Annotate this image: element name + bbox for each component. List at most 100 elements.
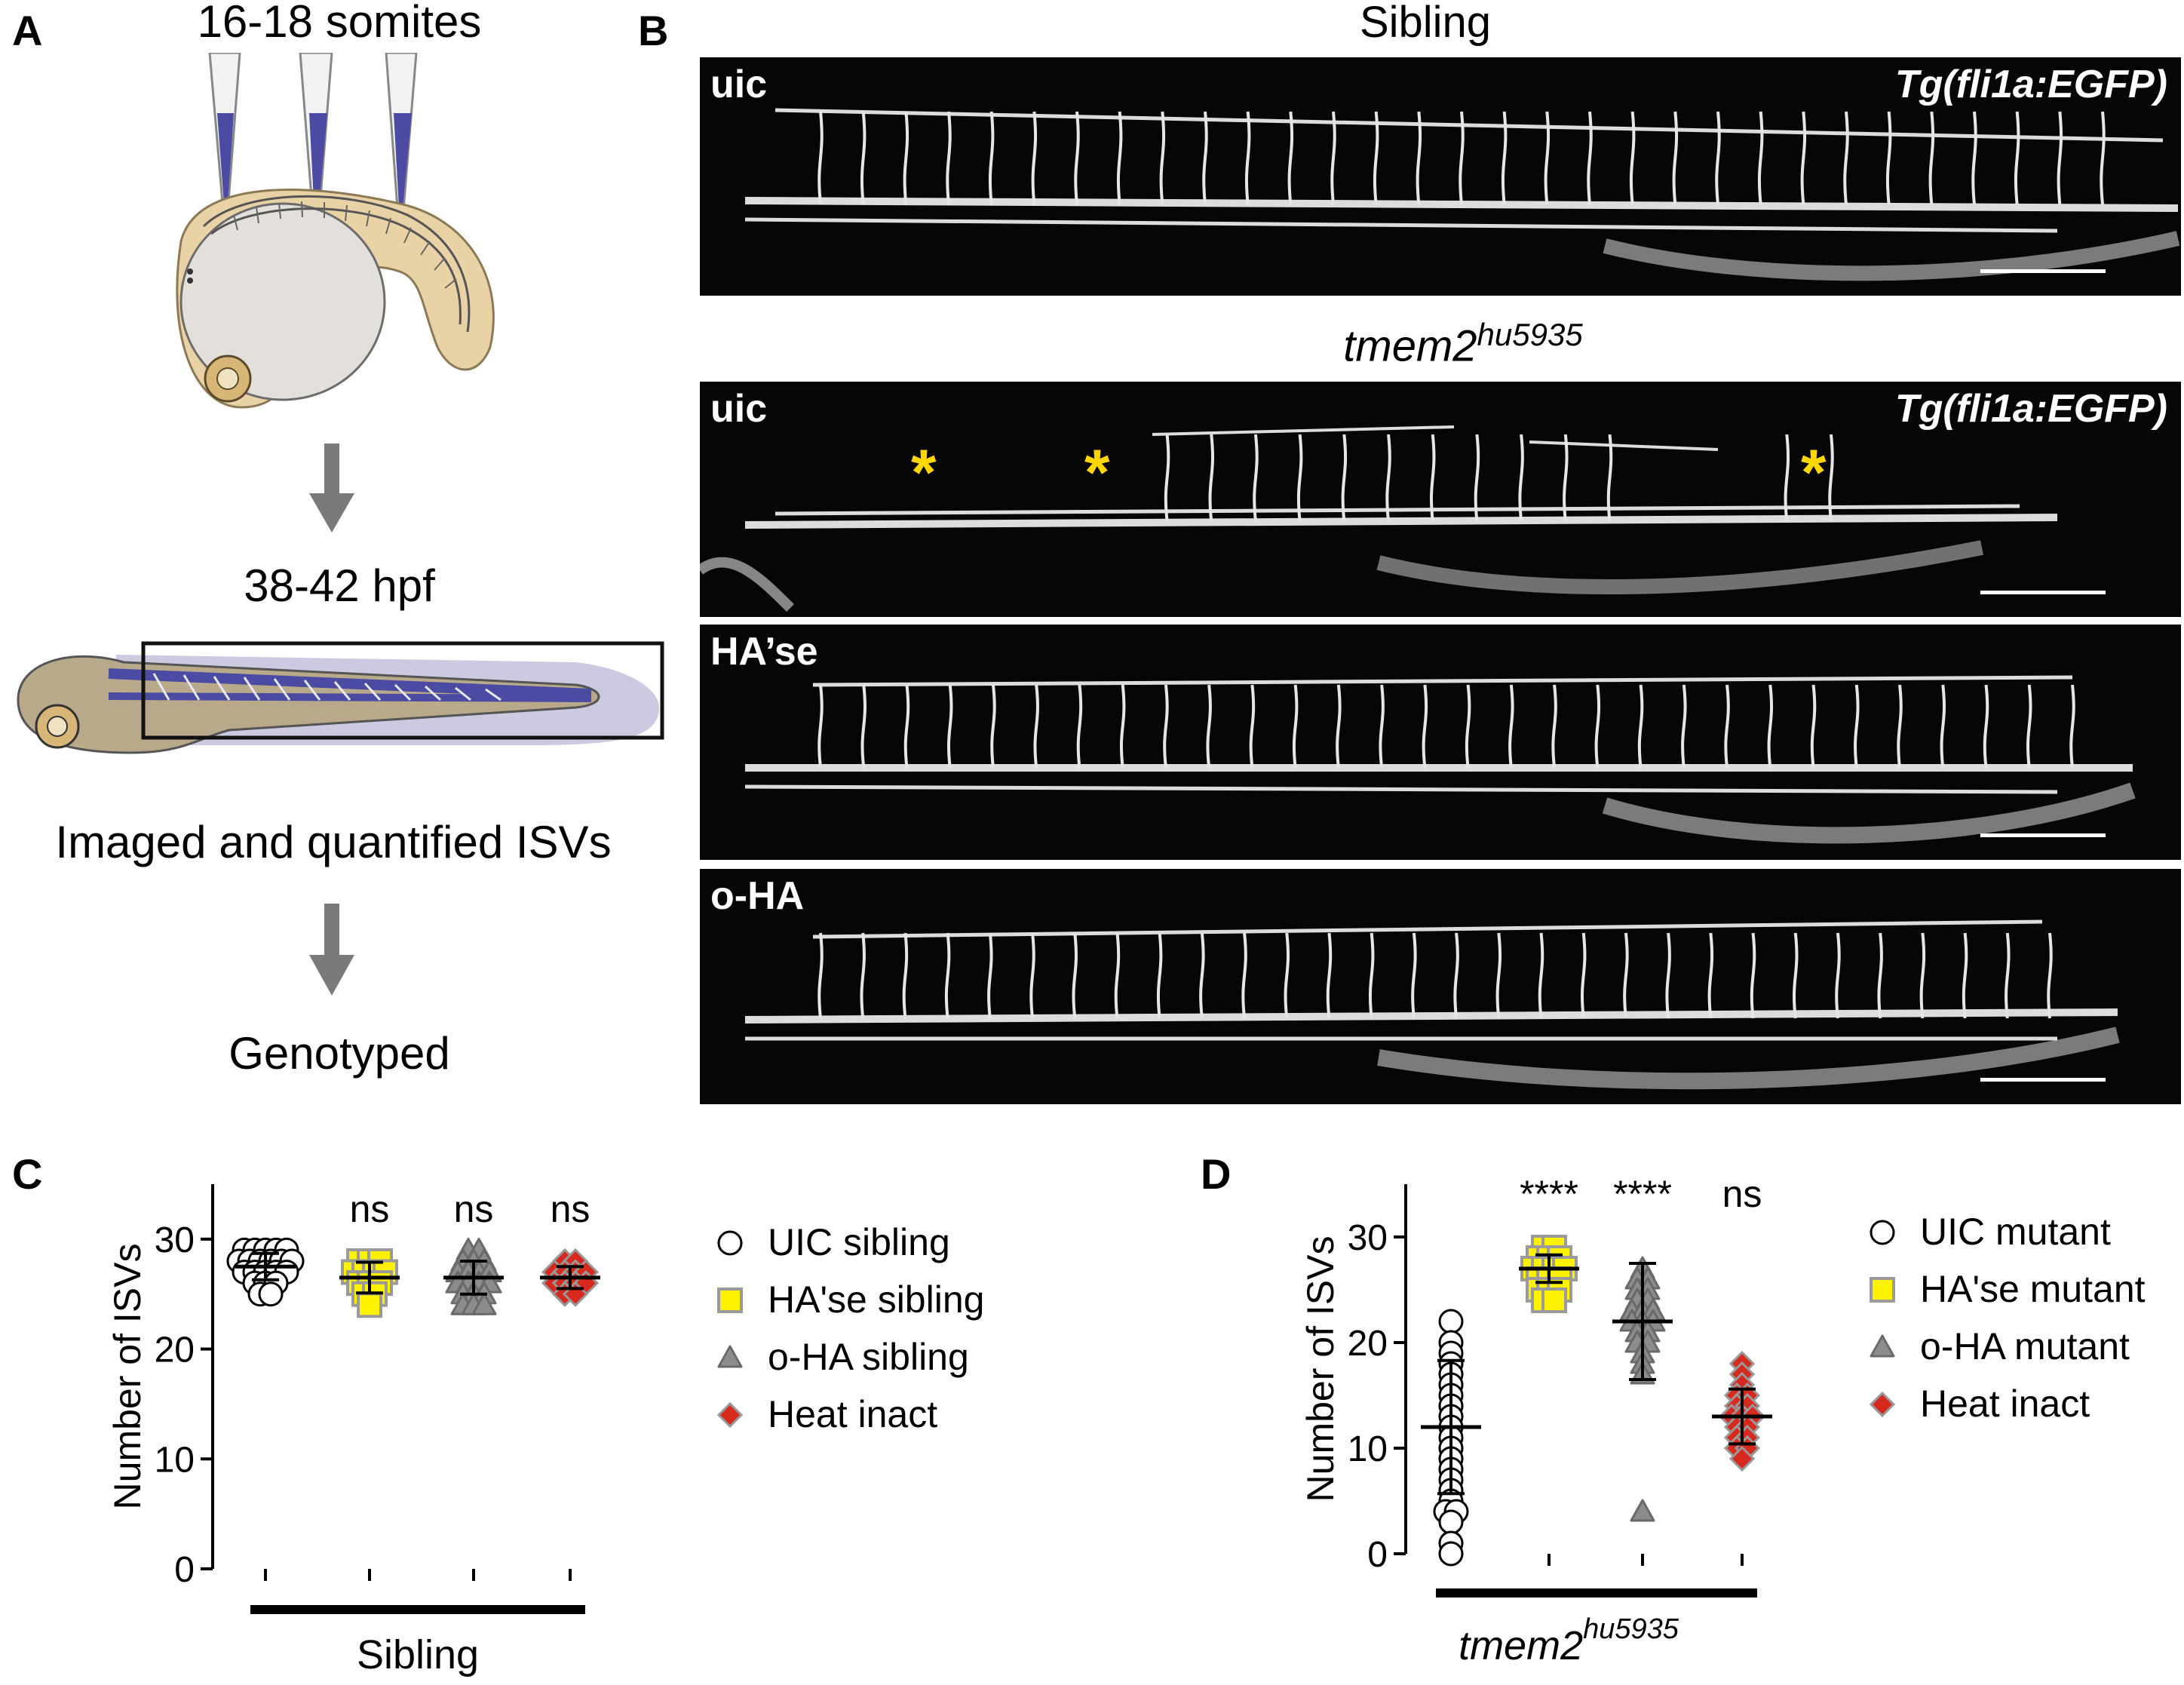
isv-vessel [1551,684,1557,769]
legend-marker-circle [713,1221,768,1263]
isv-vessel [1474,434,1480,522]
y-tick-label: 0 [1367,1535,1388,1575]
isv-vessel [1379,684,1385,769]
isv-vessel [1508,684,1514,769]
isv-vessel [1828,434,1834,522]
missing-isv-asterisk: * [1801,437,1827,509]
isv-vessel [1757,111,1764,205]
x-axis-label: Sibling [357,1632,479,1677]
scale-bar [1980,833,2106,837]
data-point [471,1292,497,1315]
isv-vessel [860,932,866,1019]
y-tick-label: 20 [1348,1324,1388,1364]
isv-vessel [1336,684,1342,769]
isv-vessel [1287,111,1294,205]
isv-vessel [1241,932,1247,1019]
isv-vessel [1501,111,1508,205]
micrograph-mutant-oha: o-HA [700,869,2181,1104]
isv-vessel [1072,932,1078,1019]
isv-vessel [1033,684,1039,769]
legend-marker-diamond [1866,1383,1920,1425]
isv-vessel [946,111,952,205]
stage-label-somites: 16-18 somites [197,0,482,47]
isv-vessel [1681,684,1687,769]
isv-vessel [1637,684,1644,769]
data-point [357,1292,382,1318]
isv-vessel [987,932,993,1019]
isv-vessel [1928,111,1935,205]
row-label: uic [710,63,768,106]
isv-vessel [1459,111,1465,205]
isv-vessel [1202,111,1208,205]
isv-vessel [1253,434,1259,522]
isv-vessel [817,932,824,1019]
data-point [1438,1309,1464,1334]
isv-vessel [1587,111,1593,205]
row-label: HA’se [710,630,818,674]
micrograph-mutant-uic: uic Tg(fli1a:EGFP) * * * [700,382,2181,617]
mutant-title-allele: hu5935 [1477,317,1583,352]
isv-vessel [1031,111,1038,205]
isv-vessel [1369,932,1375,1019]
scale-bar [1980,269,2106,273]
isv-vessel [2069,684,2075,769]
isv-vessel [1672,111,1679,205]
legend-marker-triangle [713,1336,768,1378]
legend-marker-diamond [713,1393,768,1435]
x-axis-label-gene: tmem2 [1459,1623,1583,1668]
y-tick-label: 0 [174,1550,195,1590]
data-point [1869,1391,1896,1418]
isv-vessel [1897,684,1903,769]
legend-c-item: UIC sibling [713,1220,950,1264]
panel-label-d: D [1201,1150,1232,1198]
data-point [716,1401,744,1429]
isv-vessel [1767,684,1773,769]
isv-vessel [1877,932,1883,1019]
isv-vessel [903,111,909,205]
legend-d-item: o-HA mutant [1866,1324,2130,1368]
data-point [1728,1445,1756,1472]
isv-vessel [1116,111,1123,205]
isv-vessel [1750,932,1756,1019]
data-point [1870,1277,1895,1303]
significance-label: **** [1613,1173,1672,1215]
isv-vessel [1120,684,1126,769]
isv-vessel [1208,434,1214,522]
isv-vessel [1453,932,1459,1019]
isv-vessel [1341,434,1348,522]
isv-vessel [1971,111,1977,205]
step-label-imaged: Imaged and quantified ISVs [55,817,612,867]
isv-vessel [1724,684,1730,769]
isv-vessel [944,932,951,1019]
sibling-title: Sibling [1359,0,1492,47]
isv-vessel [1430,434,1436,522]
isv-vessel [1623,932,1629,1019]
data-point [1438,1509,1464,1535]
panel-label-a: A [12,7,43,54]
isv-vessel [1629,111,1636,205]
isv-vessel [1465,684,1471,769]
isv-vessel [817,684,824,769]
step-label-genotyped: Genotyped [229,1028,450,1079]
scale-bar [1980,591,2106,594]
significance-label: ns [350,1188,390,1230]
isv-vessel [860,684,867,769]
panel-label-c: C [12,1150,43,1198]
isv-vessel [1563,434,1569,522]
legend-marker-square [1866,1268,1920,1310]
isv-vessel [1800,111,1807,205]
significance-label: **** [1520,1173,1578,1215]
significance-label: ns [551,1188,590,1230]
isv-vessel [1074,111,1080,205]
micrograph-sibling-uic: uic Tg(fli1a:EGFP) [700,57,2181,296]
y-tick-label: 10 [1348,1429,1388,1469]
y-axis-label: Number of ISVs [1299,1236,1342,1502]
missing-isv-asterisk: * [911,437,937,509]
y-axis-label: Number of ISVs [106,1244,149,1510]
y-tick-label: 10 [155,1440,195,1480]
transgene-label: Tg(fli1a:EGFP) [1894,387,2167,431]
row-label: o-HA [710,874,805,918]
missing-isv-asterisk: * [1084,437,1110,509]
isv-vessel [1292,684,1299,769]
